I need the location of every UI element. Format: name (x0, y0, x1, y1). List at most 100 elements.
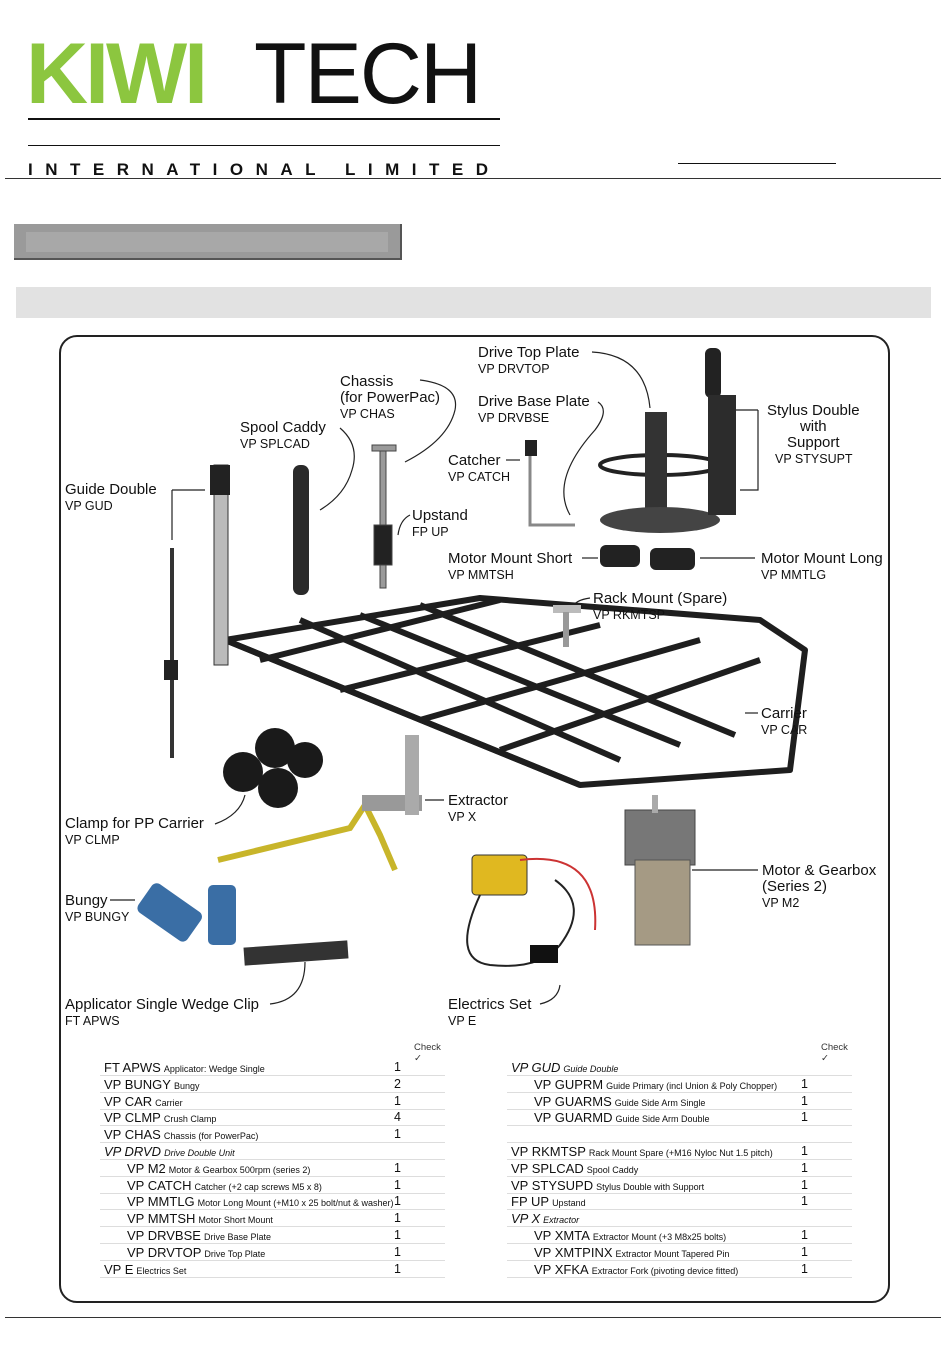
part-code: VP E (104, 1261, 134, 1277)
part-quantity: 1 (801, 1076, 808, 1091)
part-description: Upstand (552, 1198, 586, 1209)
part-quantity: 1 (394, 1194, 401, 1209)
label-stylus-double-name: Stylus Double with Support (767, 402, 860, 451)
leader-splcad (319, 427, 355, 511)
logo-tech-text: TECH (254, 26, 482, 122)
footer-divider (5, 1317, 941, 1318)
part-code: VP XMTPINX (534, 1244, 613, 1260)
part-code: VP GUPRM (534, 1076, 604, 1092)
label-drive-base-plate-code: VP DRVBSE (478, 411, 550, 425)
label-electrics-set-name: Electrics Set (448, 996, 532, 1013)
part-code: VP BUNGY (104, 1076, 171, 1092)
part-description: Extractor (543, 1215, 580, 1226)
label-spool-caddy-code: VP SPLCAD (240, 437, 310, 451)
part-code: VP M2 (127, 1160, 166, 1176)
part-quantity: 1 (394, 1160, 401, 1175)
part-description: Extractor Mount (+3 M8x25 bolts) (592, 1232, 727, 1242)
label-drive-top-plate-code: VP DRVTOP (478, 362, 550, 376)
leader-gud (171, 489, 205, 540)
part-description: Drive Top Plate (204, 1248, 266, 1259)
label-catcher-code: VP CATCH (448, 470, 511, 484)
label-upstand-name: Upstand (412, 507, 468, 524)
label-bungy-name: Bungy (65, 892, 108, 909)
part-code: VP MMTSH (127, 1211, 196, 1227)
part-code: VP GUD (511, 1060, 561, 1075)
part-quantity: 1 (394, 1261, 401, 1276)
part-description: Carrier (155, 1097, 183, 1108)
leader-up (397, 514, 411, 536)
part-quantity: 1 (801, 1177, 808, 1192)
label-spool-caddy-name: Spool Caddy (240, 419, 326, 436)
part-quantity: 1 (394, 1127, 401, 1142)
label-motor-mount-long-name: Motor Mount Long (761, 550, 883, 567)
label-rack-mount-code: VP RKMTSP (593, 608, 666, 622)
label-applicator-code: FT APWS (65, 1014, 120, 1028)
extractor-graphic (217, 735, 422, 872)
label-rack-mount-name: Rack Mount (Spare) (593, 590, 728, 607)
part-code: FP UP (511, 1194, 550, 1210)
logo-kiwi-text: KIWI (26, 26, 208, 122)
label-upstand-code: FP UP (412, 525, 449, 539)
wedge-clip-graphic (243, 940, 349, 966)
label-motor-gearbox: Motor & Gearbox (Series 2)VP M2 (762, 863, 876, 911)
part-description: Extractor Mount Tapered Pin (615, 1248, 730, 1259)
part-code: VP GUARMS (534, 1093, 612, 1109)
section-subtitle-bar (16, 287, 931, 318)
spool-caddy-graphic (293, 465, 309, 595)
logo-subtitle: INTERNATIONAL LIMITED (28, 160, 501, 179)
chassis-graphic (371, 444, 397, 589)
signature-line (678, 163, 836, 164)
part-description: Motor & Gearbox 500rpm (series 2) (168, 1164, 311, 1175)
part-quantity: 1 (801, 1228, 808, 1242)
leader-drvbse (563, 401, 604, 516)
label-chassis-name: Chassis (for PowerPac) (340, 373, 441, 406)
label-guide-double-code: VP GUD (65, 499, 113, 513)
part-quantity: 1 (801, 1110, 808, 1125)
header-divider (5, 178, 941, 179)
part-quantity: 1 (394, 1228, 401, 1242)
label-chassis-code: VP CHAS (340, 407, 395, 421)
label-chassis: Chassis (for PowerPac)VP CHAS (340, 374, 440, 422)
label-clamp-code: VP CLMP (65, 833, 120, 847)
part-code: VP XFKA (534, 1261, 589, 1277)
label-carrier-name: Carrier (761, 705, 807, 722)
motor-graphic (624, 795, 696, 946)
part-quantity: 1 (801, 1261, 808, 1276)
drive-unit-graphic (525, 348, 736, 570)
label-rack-mount: Rack Mount (Spare)VP RKMTSP (593, 591, 727, 623)
part-code: VP GUARMD (534, 1110, 613, 1126)
part-code: VP SPLCAD (511, 1160, 584, 1176)
electrics-set-graphic (466, 854, 597, 967)
check-header-left: Check ✓ (414, 1042, 441, 1064)
logo-rule-bottom (28, 145, 500, 146)
part-code: VP DRVTOP (127, 1244, 202, 1260)
table-row (507, 1127, 852, 1144)
part-code: VP X (511, 1211, 541, 1227)
part-code: VP XMTA (534, 1228, 590, 1243)
part-quantity: 1 (801, 1160, 808, 1175)
label-applicator-name: Applicator Single Wedge Clip (65, 996, 259, 1013)
parts-diagram-frame (59, 335, 890, 1303)
